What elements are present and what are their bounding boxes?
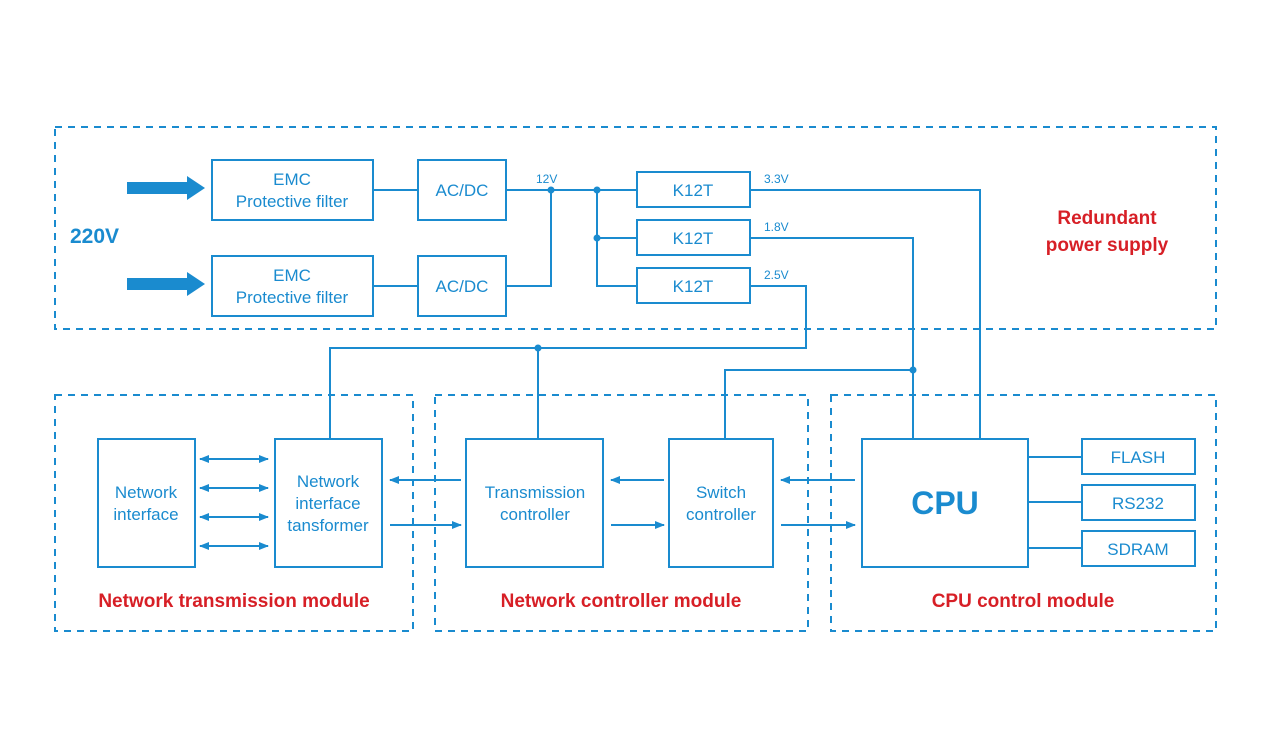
transmission-controller-line2: controller: [500, 505, 570, 524]
rail-2v5: [329, 285, 807, 439]
flash-label: FLASH: [1111, 448, 1166, 467]
input-arrow-2: [127, 272, 205, 296]
input-voltage-label: 220V: [70, 225, 119, 248]
input-arrow-1: [127, 176, 205, 200]
network-transformer-line2: interface: [295, 494, 360, 513]
bus-voltage-label: 12V: [536, 172, 557, 186]
emc-filter-1-line2: Protective filter: [236, 192, 349, 211]
emc-filter-2-line2: Protective filter: [236, 288, 349, 307]
rs232-block: [1081, 484, 1196, 521]
acdc-converter-2-label: AC/DC: [436, 277, 489, 296]
cpu-block: [861, 438, 1029, 568]
regulator-3-label: K12T: [673, 277, 714, 296]
rs232-label: RS232: [1112, 494, 1164, 513]
cpu-label: CPU: [911, 485, 979, 521]
regulator-k12t-3: [636, 267, 751, 304]
network-transmission-title: Network transmission module: [98, 591, 369, 612]
switch-controller-line2: controller: [686, 505, 756, 524]
regulator-k12t-2: [636, 219, 751, 256]
switch-controller-line1: Switch: [696, 483, 746, 502]
junction-bus-1: [593, 186, 601, 194]
power-supply-group: [54, 126, 1217, 330]
junction-1v8: [909, 366, 917, 374]
voltage-3v3-label: 3.3V: [764, 172, 789, 186]
network-interface-block: [97, 438, 196, 568]
network-interface-line1: Network: [115, 483, 178, 502]
network-interface-line2: interface: [113, 505, 178, 524]
transmission-controller-line1: Transmission: [485, 483, 585, 502]
wire-bus-reg3: [596, 190, 637, 287]
network-transformer-line1: Network: [297, 472, 360, 491]
network-transformer-line3: tansformer: [287, 516, 369, 535]
emc-filter-1: [211, 159, 374, 221]
wire-acdc2-bus: [506, 190, 552, 287]
voltage-2v5-label: 2.5V: [764, 268, 789, 282]
power-supply-title-line1: Redundant: [1057, 208, 1157, 229]
sdram-label: SDRAM: [1107, 540, 1168, 559]
rail-1v8-switch: [724, 369, 913, 439]
voltage-1v8-label: 1.8V: [764, 220, 789, 234]
power-supply-title-line2: power supply: [1046, 235, 1169, 256]
flash-block: [1081, 438, 1196, 475]
junction-bus-2: [593, 234, 601, 242]
network-transformer-block: [274, 438, 383, 568]
network-controller-title: Network controller module: [501, 591, 742, 612]
emc-filter-1-line1: EMC: [273, 170, 311, 189]
acdc-converter-1-label: AC/DC: [436, 181, 489, 200]
junction-12v: [547, 186, 555, 194]
emc-filter-2: [211, 255, 374, 317]
network-transmission-group: [54, 394, 414, 632]
network-controller-group: [434, 394, 809, 632]
emc-filter-2-line1: EMC: [273, 266, 311, 285]
transmission-controller-block: [465, 438, 604, 568]
regulator-1-label: K12T: [673, 181, 714, 200]
cpu-control-title: CPU control module: [932, 591, 1115, 612]
cpu-control-group: [830, 394, 1217, 632]
junction-2v5: [534, 344, 542, 352]
sdram-block: [1081, 530, 1196, 567]
rail-3v3: [750, 189, 981, 439]
regulator-2-label: K12T: [673, 229, 714, 248]
regulator-k12t-1: [636, 171, 751, 208]
switch-controller-block: [668, 438, 774, 568]
